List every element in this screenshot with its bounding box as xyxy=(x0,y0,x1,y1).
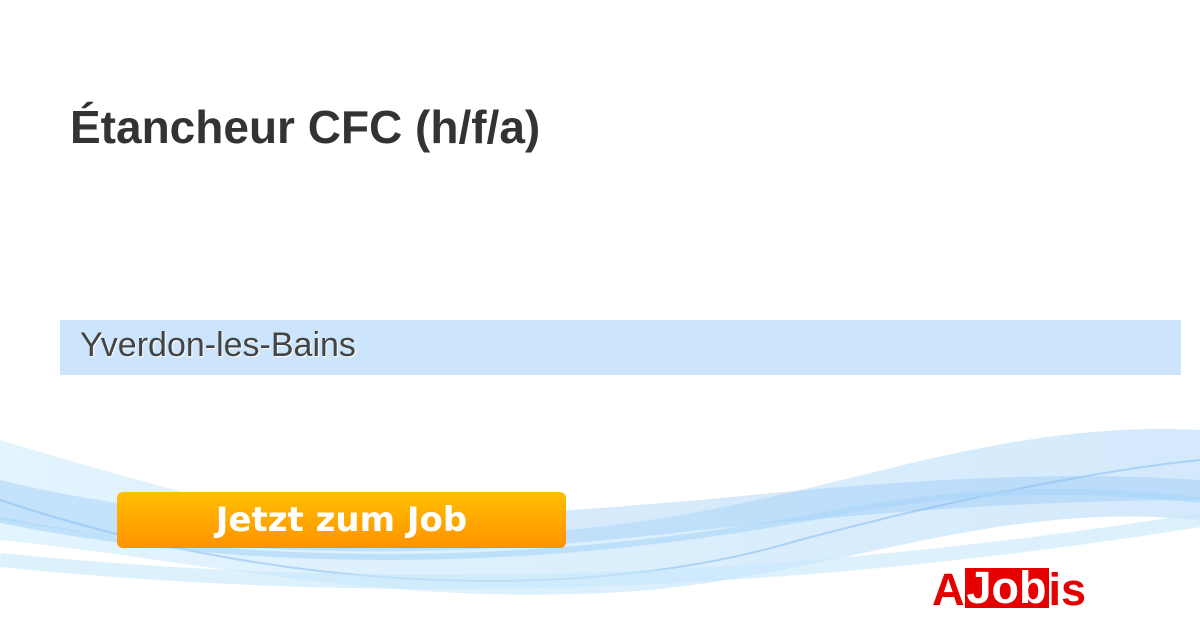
job-title: Étancheur CFC (h/f/a) xyxy=(70,101,541,153)
job-location: Yverdon-les-Bains xyxy=(80,326,356,364)
logo-part-job: Job xyxy=(964,562,1049,613)
location-band: Yverdon-les-Bains xyxy=(60,320,1181,375)
logo-part-is: is xyxy=(1048,564,1087,615)
ajobis-logo[interactable]: AJobis xyxy=(932,565,1086,615)
logo-part-a: A xyxy=(932,564,965,615)
go-to-job-button[interactable]: Jetzt zum Job xyxy=(117,492,566,548)
